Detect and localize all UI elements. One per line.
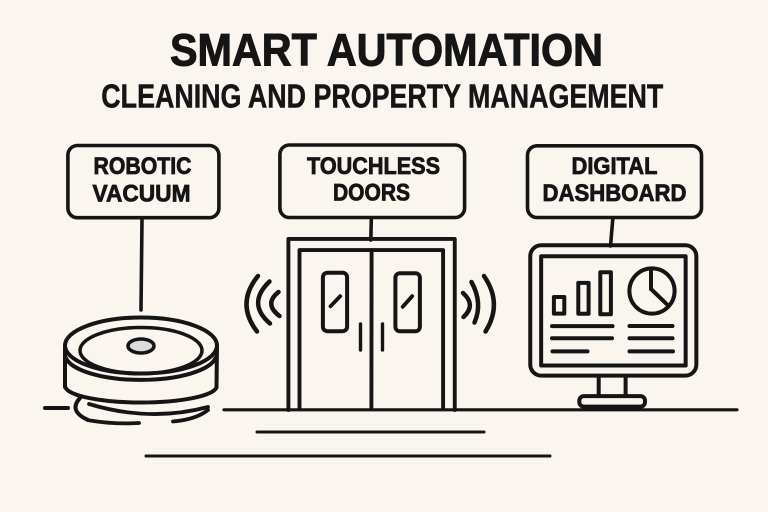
svg-text:DASHBOARD: DASHBOARD <box>543 180 687 207</box>
svg-text:VACUUM: VACUUM <box>93 181 191 208</box>
svg-text:TOUCHLESS: TOUCHLESS <box>307 153 440 180</box>
svg-text:ROBOTIC: ROBOTIC <box>94 153 192 180</box>
svg-text:DIGITAL: DIGITAL <box>572 153 658 180</box>
svg-text:SMART AUTOMATION: SMART AUTOMATION <box>170 25 603 76</box>
svg-text:DOORS: DOORS <box>333 180 410 207</box>
svg-text:CLEANING AND PROPERTY MANAGEME: CLEANING AND PROPERTY MANAGEMENT <box>101 79 663 116</box>
